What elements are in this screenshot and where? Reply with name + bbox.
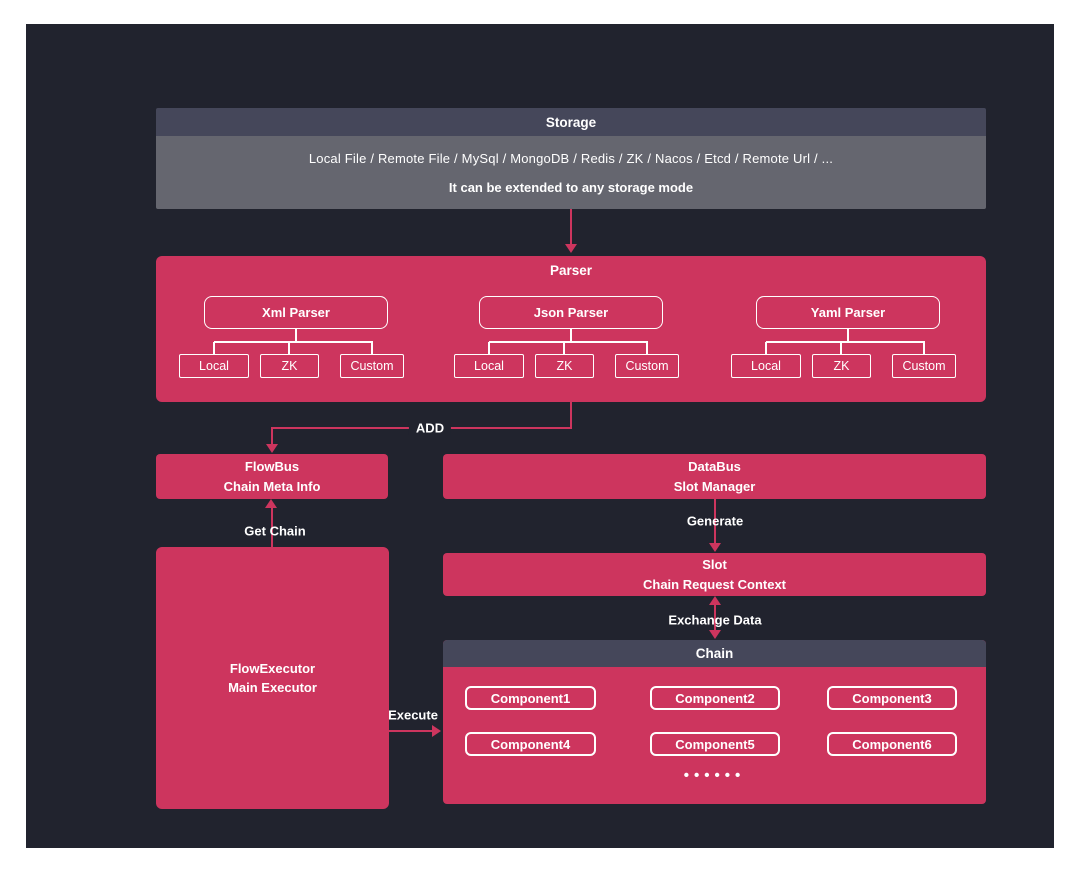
xml-parser-box: Xml Parser (204, 296, 388, 329)
parser-title: Parser (549, 263, 593, 278)
component-box-2: Component2 (650, 686, 780, 710)
arrow-add-head (266, 444, 278, 453)
flowbus-box: FlowBus Chain Meta Info (156, 454, 388, 499)
parser-group-yaml: Yaml Parser Local ZK Custom (731, 296, 965, 378)
diagram-panel: Storage Local File / Remote File / MySql… (26, 24, 1054, 848)
xml-child-custom: Custom (340, 354, 404, 378)
arrow-add-vertical-right (570, 402, 572, 429)
tree-line (295, 329, 297, 342)
tree-line (489, 341, 648, 343)
storage-body: Local File / Remote File / MySql / Mongo… (156, 136, 986, 209)
slot-title: Slot (702, 557, 727, 572)
xml-child-zk: ZK (260, 354, 319, 378)
tree-line (214, 341, 373, 343)
tree-line (488, 342, 490, 354)
arrow-get-chain-head (265, 499, 277, 508)
chain-title: Chain (695, 646, 734, 661)
component-box-4: Component4 (465, 732, 596, 756)
flow-executor-title: FlowExecutor (229, 660, 316, 676)
arrow-storage-to-parser-line (570, 209, 572, 245)
tree-line (923, 342, 925, 354)
arrow-exchange-head-up (709, 596, 721, 605)
storage-title: Storage (545, 114, 597, 130)
flowbus-subtitle: Chain Meta Info (223, 478, 321, 494)
json-child-custom: Custom (615, 354, 679, 378)
component-box-3: Component3 (827, 686, 957, 710)
storage-note: It can be extended to any storage mode (448, 179, 694, 195)
tree-line (766, 341, 925, 343)
flowbus-title: FlowBus (244, 459, 300, 474)
arrow-generate-head (709, 543, 721, 552)
json-child-zk: ZK (535, 354, 594, 378)
tree-line (765, 342, 767, 354)
execute-label: Execute (388, 707, 438, 723)
databus-subtitle: Slot Manager (673, 478, 756, 494)
arrow-get-chain-line (271, 508, 273, 547)
storage-items-line: Local File / Remote File / MySql / Mongo… (308, 150, 834, 166)
json-child-local: Local (454, 354, 524, 378)
tree-line (288, 342, 290, 354)
flow-executor-subtitle: Main Executor (228, 680, 317, 695)
tree-line (847, 329, 849, 342)
storage-box: Storage Local File / Remote File / MySql… (156, 108, 986, 209)
arrow-execute-head (432, 725, 441, 737)
tree-line (570, 329, 572, 342)
arrow-execute-line (389, 730, 433, 732)
arrow-generate-line (714, 499, 716, 544)
slot-subtitle: Chain Request Context (642, 576, 786, 592)
tree-line (563, 342, 565, 354)
yaml-child-local: Local (731, 354, 801, 378)
chain-box: Chain Component1 Component2 Component3 C… (443, 640, 986, 804)
chain-header: Chain (443, 640, 986, 667)
yaml-child-custom: Custom (892, 354, 956, 378)
arrow-exchange-head-down (709, 630, 721, 639)
tree-line (213, 342, 215, 354)
yaml-parser-box: Yaml Parser (756, 296, 940, 329)
flow-executor-box: FlowExecutor Main Executor (156, 547, 389, 809)
add-label: ADD (408, 420, 452, 436)
tree-line (371, 342, 373, 354)
parser-group-xml: Xml Parser Local ZK Custom (179, 296, 413, 378)
databus-box: DataBus Slot Manager (443, 454, 986, 499)
arrow-add-vertical-left (271, 429, 273, 445)
parser-group-json: Json Parser Local ZK Custom (454, 296, 688, 378)
xml-child-local: Local (179, 354, 249, 378)
generate-label: Generate (686, 513, 744, 529)
slot-box: Slot Chain Request Context (443, 553, 986, 596)
tree-line (646, 342, 648, 354)
tree-line (840, 342, 842, 354)
chain-ellipsis: •••••• (683, 767, 746, 784)
component-box-6: Component6 (827, 732, 957, 756)
component-box-5: Component5 (650, 732, 780, 756)
databus-title: DataBus (688, 459, 741, 474)
storage-header: Storage (156, 108, 986, 136)
yaml-child-zk: ZK (812, 354, 871, 378)
component-box-1: Component1 (465, 686, 596, 710)
exchange-data-label: Exchange Data (668, 612, 762, 628)
json-parser-box: Json Parser (479, 296, 663, 329)
arrow-storage-to-parser-head (565, 244, 577, 253)
get-chain-label: Get Chain (244, 523, 306, 539)
arrow-exchange-line (714, 605, 716, 631)
